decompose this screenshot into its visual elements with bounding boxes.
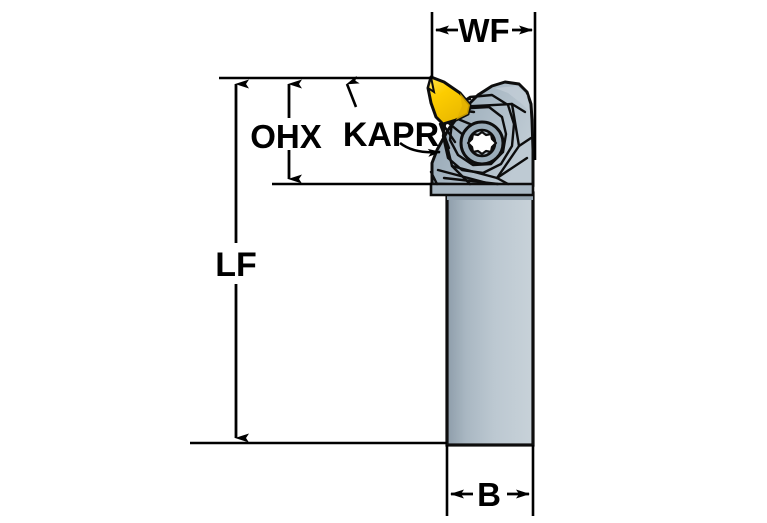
insert-seat-outline bbox=[436, 102, 521, 180]
head-base-plate bbox=[429, 182, 535, 197]
extension-lines bbox=[190, 12, 537, 516]
dimension-labels: WF OHX KAPR LF B bbox=[215, 12, 509, 513]
clamp-outline bbox=[441, 93, 516, 175]
label-ohx: OHX bbox=[250, 118, 322, 155]
insert-nose-tip bbox=[426, 76, 436, 95]
label-wf: WF bbox=[458, 12, 509, 49]
dim-leader-kapr-right bbox=[399, 141, 441, 157]
shim-line-2 bbox=[442, 176, 500, 186]
seat-edge-right-1 bbox=[510, 102, 527, 114]
tool-shank bbox=[445, 191, 535, 447]
label-b: B bbox=[477, 476, 501, 513]
torx-socket-icon bbox=[466, 130, 498, 156]
head-highlight bbox=[495, 86, 530, 112]
shank-top-band bbox=[447, 193, 533, 200]
shank-body bbox=[445, 191, 535, 447]
insert-flank-shade bbox=[456, 93, 470, 120]
clamp-inner-ring bbox=[448, 105, 508, 167]
label-kapr: KAPR bbox=[343, 116, 439, 154]
dim-arrow-kapr-up bbox=[345, 75, 360, 108]
clamp-screw bbox=[459, 120, 505, 166]
cutting-insert bbox=[426, 75, 472, 126]
shim-line-3 bbox=[450, 164, 472, 186]
label-lf: LF bbox=[215, 246, 257, 284]
shim-line-5 bbox=[429, 170, 439, 186]
seat-edge-right-2 bbox=[517, 136, 533, 148]
seat-edge-right-3 bbox=[495, 156, 529, 180]
dimension-lines bbox=[234, 25, 533, 499]
shim-line-4 bbox=[495, 176, 510, 186]
